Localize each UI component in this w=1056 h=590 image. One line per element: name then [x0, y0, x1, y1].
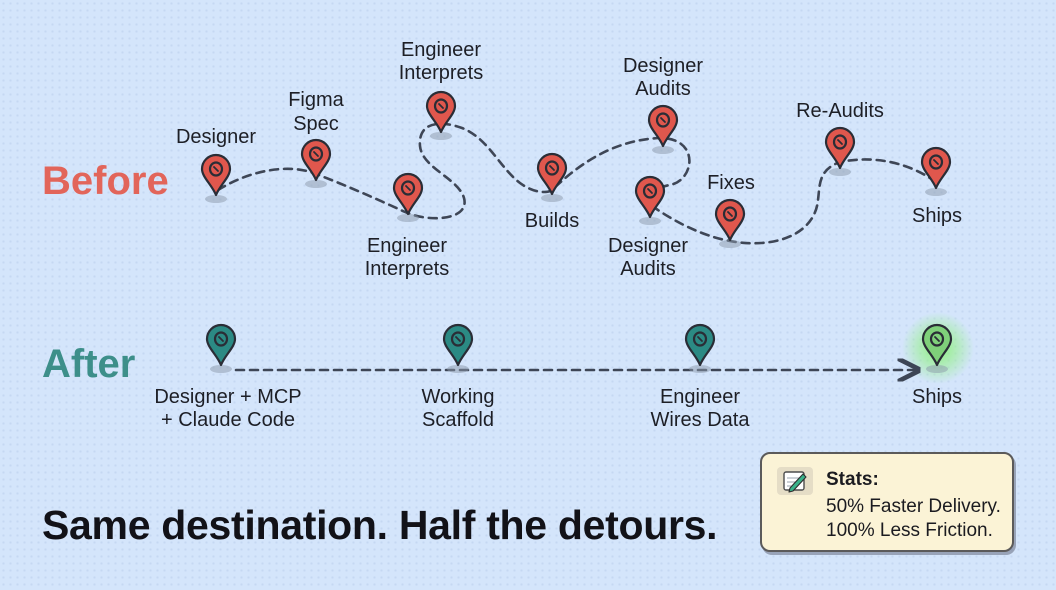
before-label-eng-high-line2: Interprets [399, 62, 483, 84]
after-row-title: After [42, 342, 135, 386]
before-label-eng-low-line2: Interprets [365, 258, 449, 280]
before-label-audit-low-line2: Audits [620, 258, 676, 280]
before-pin-fixes [714, 198, 746, 250]
before-pin-engineer-interprets-low [392, 172, 424, 224]
after-label-ships: Ships [912, 386, 962, 408]
before-pin-reaudits [824, 126, 856, 178]
after-pin-engineer-wires-data [684, 323, 716, 375]
before-pin-designer [200, 153, 232, 205]
after-label-designer-line1: Designer + MCP [154, 386, 301, 408]
after-pin-working-scaffold [442, 323, 474, 375]
before-pin-designer-audits-low [634, 175, 666, 227]
before-label-reaudits: Re-Audits [796, 100, 884, 122]
notepad-pencil-icon [777, 467, 813, 495]
before-pin-figma-spec [300, 138, 332, 190]
before-pin-builds [536, 152, 568, 204]
before-pin-designer-audits-high [647, 104, 679, 156]
after-label-scaffold-line2: Scaffold [422, 409, 494, 431]
before-label-builds: Builds [525, 210, 579, 232]
after-label-designer-line2: + Claude Code [161, 409, 295, 431]
headline: Same destination. Half the detours. [42, 502, 718, 548]
stats-card: Stats: 50% Faster Delivery. 100% Less Fr… [760, 452, 1014, 552]
after-pin-designer-mcp [205, 323, 237, 375]
after-label-wires-line1: Engineer [660, 386, 740, 408]
before-pin-engineer-interprets-high [425, 90, 457, 142]
before-label-eng-low-line1: Engineer [367, 235, 447, 257]
before-label-designer: Designer [176, 126, 256, 148]
before-label-audit-high-line1: Designer [623, 55, 703, 77]
before-label-eng-high-line1: Engineer [401, 39, 481, 61]
before-label-ships: Ships [912, 205, 962, 227]
before-row-title: Before [42, 159, 169, 203]
before-label-figma-line2: Spec [293, 113, 339, 135]
after-label-scaffold-line1: Working [422, 386, 495, 408]
before-label-audit-low-line1: Designer [608, 235, 688, 257]
before-label-figma-line1: Figma [288, 89, 344, 111]
stats-line-friction: 100% Less Friction. [826, 520, 993, 541]
before-label-audit-high-line2: Audits [635, 78, 691, 100]
stats-title: Stats: [826, 469, 879, 490]
stats-line-delivery: 50% Faster Delivery. [826, 496, 1001, 517]
before-label-fixes: Fixes [707, 172, 755, 194]
before-pin-ships [920, 146, 952, 198]
after-label-wires-line2: Wires Data [651, 409, 751, 431]
